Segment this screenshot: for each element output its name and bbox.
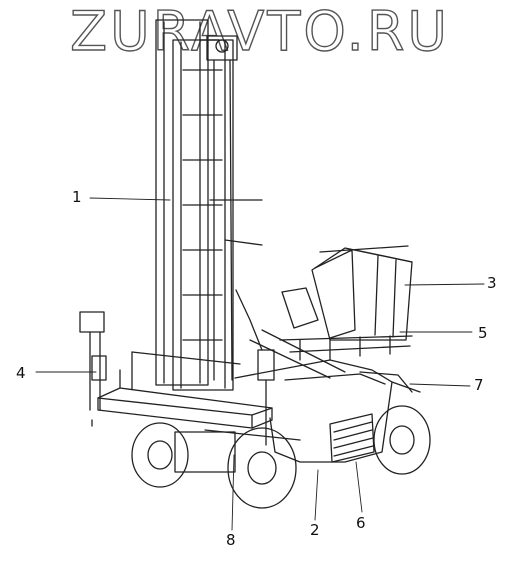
watermark-text: ZURAVTO.RU	[70, 4, 450, 63]
callout-8: 8	[226, 531, 236, 549]
platform-railing	[279, 287, 413, 361]
callout-3: 3	[487, 274, 497, 292]
front-wheel-right	[227, 427, 297, 509]
operator-cab	[311, 245, 413, 341]
leader-2	[314, 469, 319, 521]
callout-1: 1	[72, 188, 82, 206]
leader-1	[89, 197, 171, 201]
leader-8	[231, 454, 235, 531]
mast	[155, 19, 263, 391]
callout-5: 5	[478, 324, 488, 342]
leader-lines	[35, 197, 485, 531]
front-wheel-left	[131, 422, 189, 488]
callout-7: 7	[474, 376, 484, 394]
engine-cover	[359, 371, 421, 393]
leader-3	[404, 283, 485, 286]
watermark-logo: ZURAVTO.RU	[69, 4, 450, 64]
leader-7	[409, 383, 471, 387]
front-axle	[174, 431, 236, 473]
callout-6: 6	[356, 514, 366, 532]
leader-6	[355, 461, 363, 513]
radiator-grille	[329, 413, 375, 463]
spreader	[79, 311, 275, 446]
callout-4: 4	[16, 364, 26, 382]
callout-2: 2	[310, 521, 320, 539]
rear-wheel	[373, 405, 431, 475]
